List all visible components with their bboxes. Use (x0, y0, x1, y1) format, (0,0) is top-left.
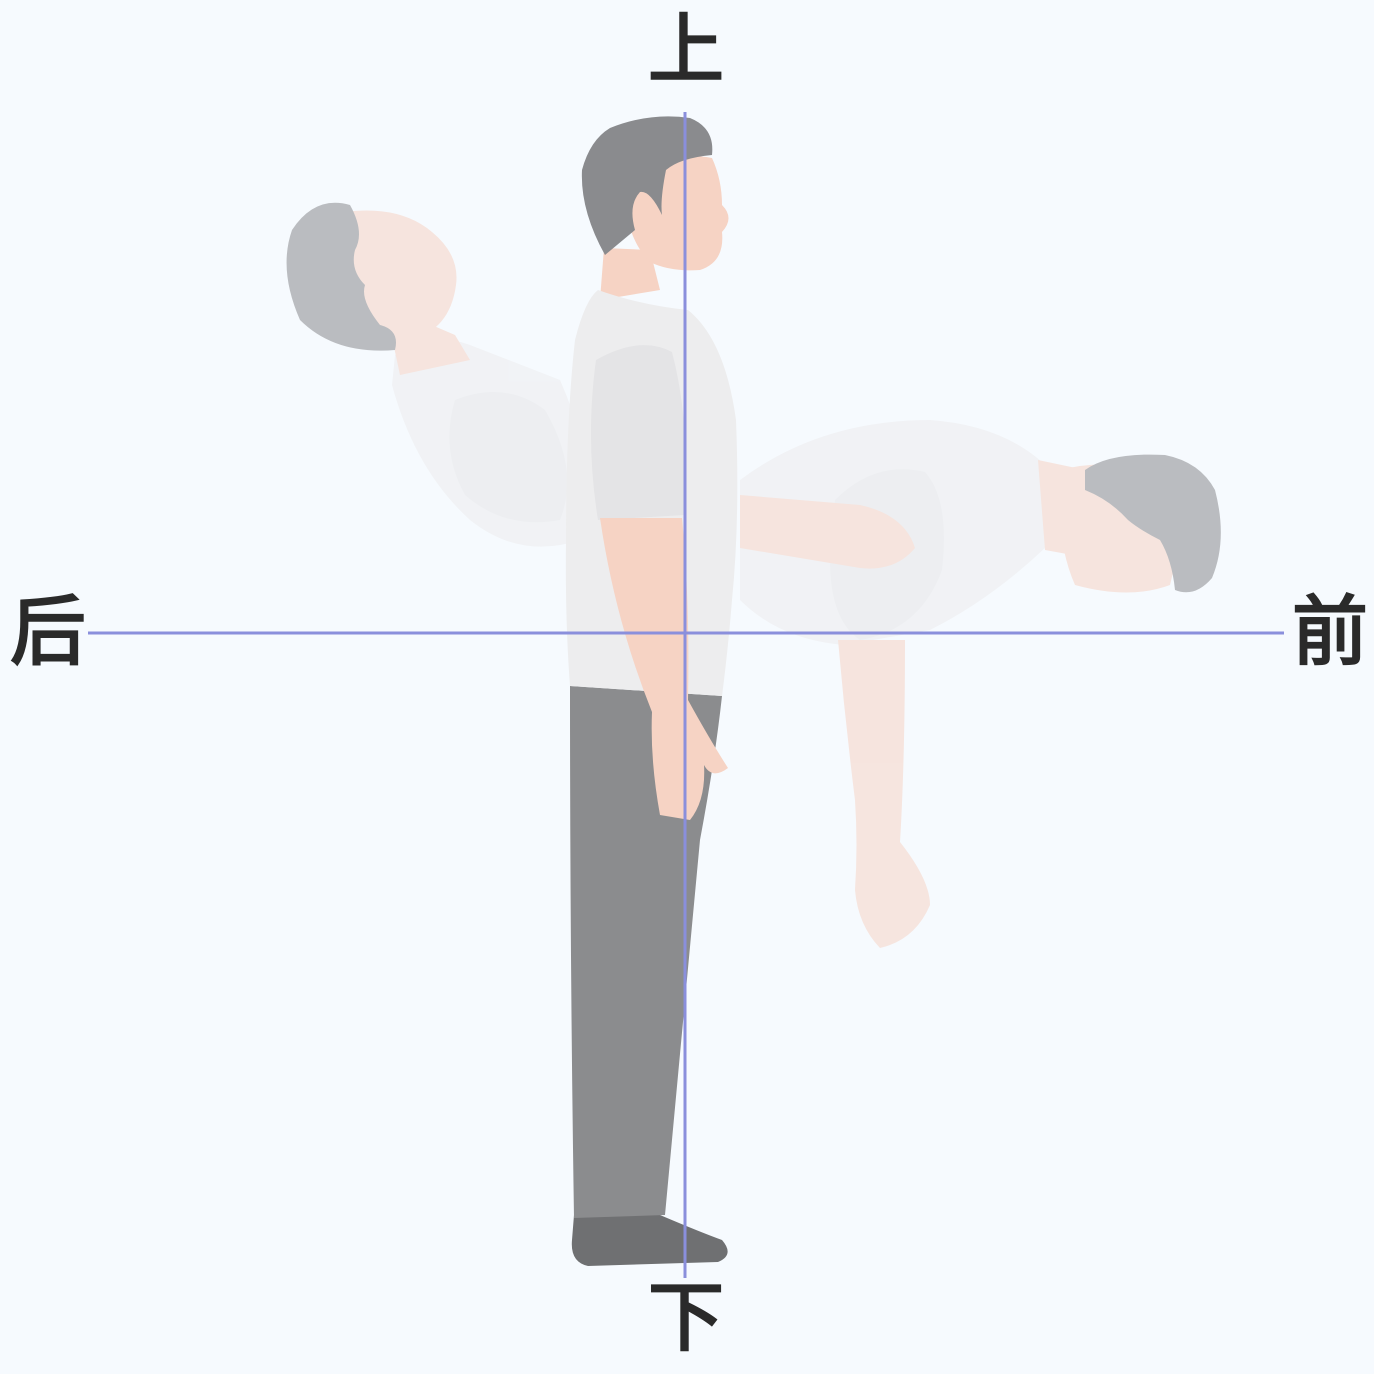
label-front: 前 (1292, 587, 1368, 676)
figure-lean-back (286, 202, 587, 547)
figure-bend-forward (740, 420, 1221, 948)
label-down: 下 (648, 1273, 724, 1362)
label-up: 上 (648, 5, 724, 94)
label-back: 后 (10, 587, 86, 676)
figure-upright (565, 116, 738, 1266)
